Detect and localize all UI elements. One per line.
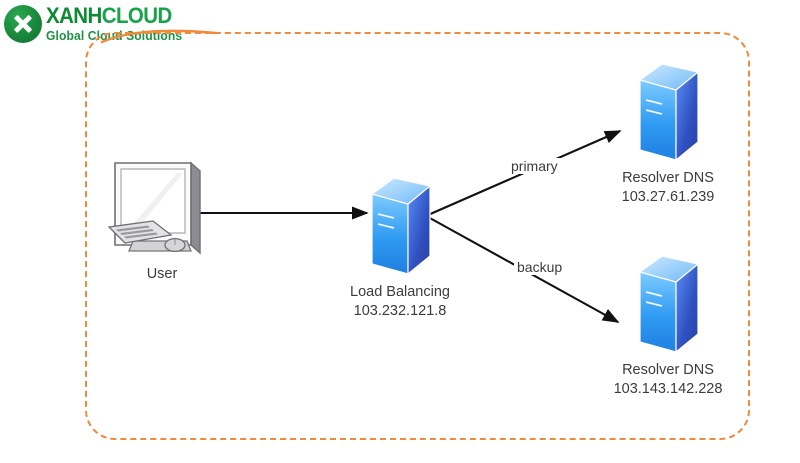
node-resolver-backup-label: Resolver DNS xyxy=(622,362,714,378)
edge-label-backup: backup xyxy=(514,259,566,275)
server-icon xyxy=(364,172,436,282)
x-mark-icon xyxy=(4,5,42,43)
edge-label-primary: primary xyxy=(508,158,561,174)
node-user[interactable]: User xyxy=(92,155,232,284)
desktop-computer-icon xyxy=(103,155,221,263)
node-resolver-dns-primary[interactable]: Resolver DNS 103.27.61.239 xyxy=(598,58,738,206)
node-user-label: User xyxy=(146,266,178,282)
node-load-balancer-label: Load Balancing xyxy=(350,284,450,300)
node-load-balancer[interactable]: Load Balancing 103.232.121.8 xyxy=(330,172,470,320)
diagram-frame xyxy=(85,32,750,440)
brand-name-part1: XANH xyxy=(46,3,102,29)
node-resolver-primary-address: 103.27.61.239 xyxy=(621,188,715,205)
node-resolver-primary-label: Resolver DNS xyxy=(622,170,714,186)
node-resolver-dns-backup[interactable]: Resolver DNS 103.143.142.228 xyxy=(598,250,738,398)
server-icon xyxy=(632,250,704,360)
server-icon xyxy=(632,58,704,168)
node-load-balancer-address: 103.232.121.8 xyxy=(353,302,447,319)
brand-name-part2: CLOUD xyxy=(101,3,173,29)
node-resolver-backup-address: 103.143.142.228 xyxy=(613,380,723,397)
